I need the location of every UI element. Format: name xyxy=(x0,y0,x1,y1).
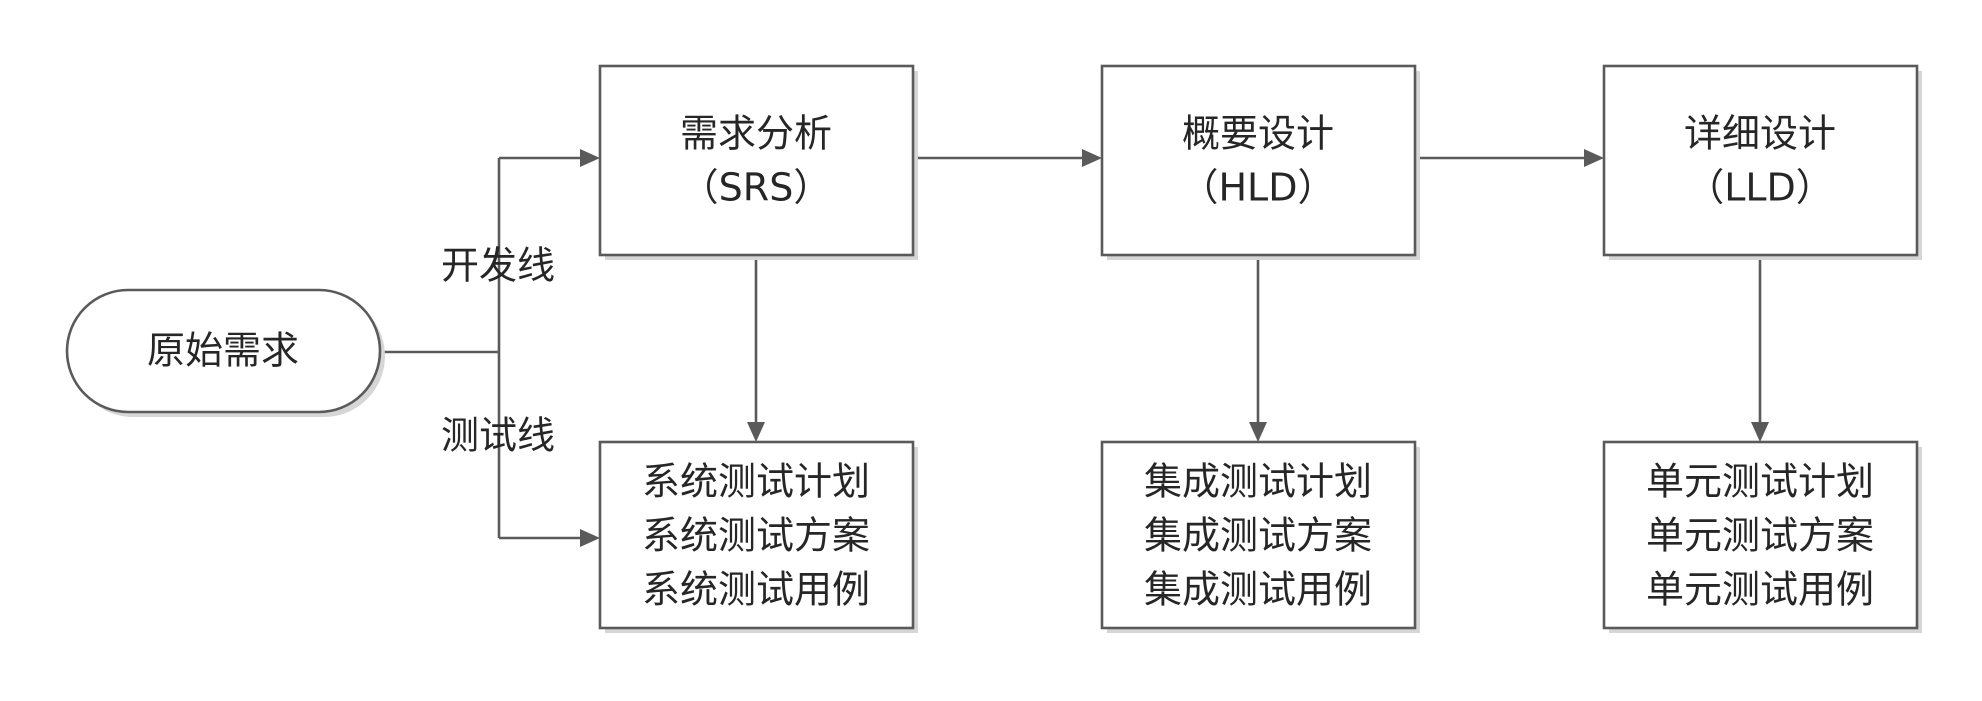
stage-hld-box xyxy=(1100,64,1417,257)
tests-integration-box xyxy=(1100,440,1417,630)
stage-srs-box xyxy=(598,64,915,257)
tests-system-box xyxy=(598,440,915,630)
tests-unit-scheme: 单元测试方案 xyxy=(1646,514,1874,558)
arrowhead-dev-line xyxy=(580,149,600,167)
tests-unit-plan: 单元测试计划 xyxy=(1646,460,1874,504)
arrowhead-test-line xyxy=(580,529,600,547)
arrowhead-srs-to-hld xyxy=(1082,149,1102,167)
arrowhead-srs-to-system-tests xyxy=(747,422,765,442)
tests-unit-box xyxy=(1602,440,1919,630)
branch-label-test: 测试线 xyxy=(441,414,555,458)
arrowhead-lld-to-unit-tests xyxy=(1751,422,1769,442)
stage-lld-code: （LLD） xyxy=(1686,166,1834,210)
tests-unit: 单元测试计划 单元测试方案 单元测试用例 xyxy=(1602,440,1922,633)
stage-srs: 需求分析 （SRS） xyxy=(598,64,918,260)
tests-unit-cases: 单元测试用例 xyxy=(1646,568,1874,612)
stage-srs-code: （SRS） xyxy=(681,166,832,210)
stage-hld: 概要设计 （HLD） xyxy=(1100,64,1420,260)
tests-system-scheme: 系统测试方案 xyxy=(642,514,870,558)
stage-lld-title: 详细设计 xyxy=(1684,112,1836,156)
start-node-label: 原始需求 xyxy=(147,329,299,373)
tests-integration: 集成测试计划 集成测试方案 集成测试用例 xyxy=(1100,440,1420,633)
tests-integration-plan: 集成测试计划 xyxy=(1144,460,1372,504)
branch-label-dev: 开发线 xyxy=(441,244,555,288)
start-node: 原始需求 xyxy=(65,288,385,417)
stage-lld: 详细设计 （LLD） xyxy=(1602,64,1922,260)
stage-lld-box xyxy=(1602,64,1919,257)
tests-integration-scheme: 集成测试方案 xyxy=(1144,514,1372,558)
tests-system: 系统测试计划 系统测试方案 系统测试用例 xyxy=(598,440,918,633)
stage-srs-title: 需求分析 xyxy=(680,112,832,156)
stage-hld-code: （HLD） xyxy=(1180,166,1335,210)
tests-integration-cases: 集成测试用例 xyxy=(1144,568,1372,612)
arrowhead-hld-to-integration-tests xyxy=(1249,422,1267,442)
tests-system-cases: 系统测试用例 xyxy=(642,568,870,612)
arrowhead-hld-to-lld xyxy=(1584,149,1604,167)
tests-system-plan: 系统测试计划 xyxy=(642,460,870,504)
start-node-shape xyxy=(65,288,382,414)
stage-hld-title: 概要设计 xyxy=(1182,112,1334,156)
connectors xyxy=(380,149,1769,547)
